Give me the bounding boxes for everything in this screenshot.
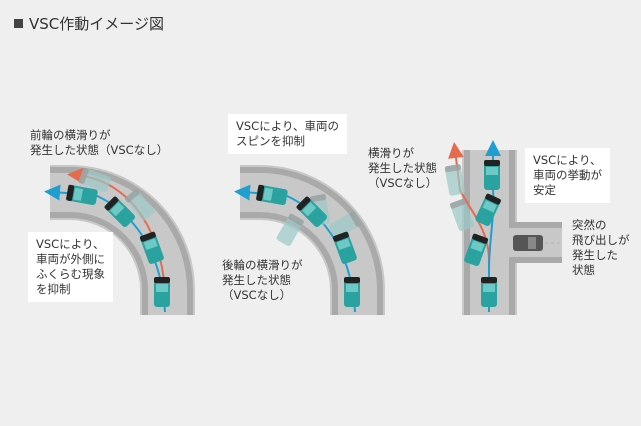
panel3-box-with-vsc: VSCにより、 車両の挙動が 安定: [525, 148, 610, 203]
diagram-title: VSC作動イメージ図: [14, 13, 164, 34]
panel2-box-with-vsc: VSCにより、車両の スピンを抑制: [228, 114, 348, 154]
panel3-label-obstacle: 突然の 飛び出しが 発生した 状態: [572, 218, 630, 277]
title-bullet-icon: [14, 19, 23, 28]
title-text: VSC作動イメージ図: [29, 15, 164, 33]
panel1-box-with-vsc: VSCにより、 車両が外側に ふくらむ現象 を抑制: [28, 232, 113, 302]
panel3-label-without-vsc: 横滑りが 発生した状態 （VSCなし）: [368, 146, 438, 190]
panel2-label-without-vsc: 後輪の横滑りが 発生した状態 （VSCなし）: [222, 258, 303, 302]
panel1-label-without-vsc: 前輪の横滑りが 発生した状態（VSCなし）: [30, 128, 169, 157]
panel3-cars: [444, 160, 543, 307]
